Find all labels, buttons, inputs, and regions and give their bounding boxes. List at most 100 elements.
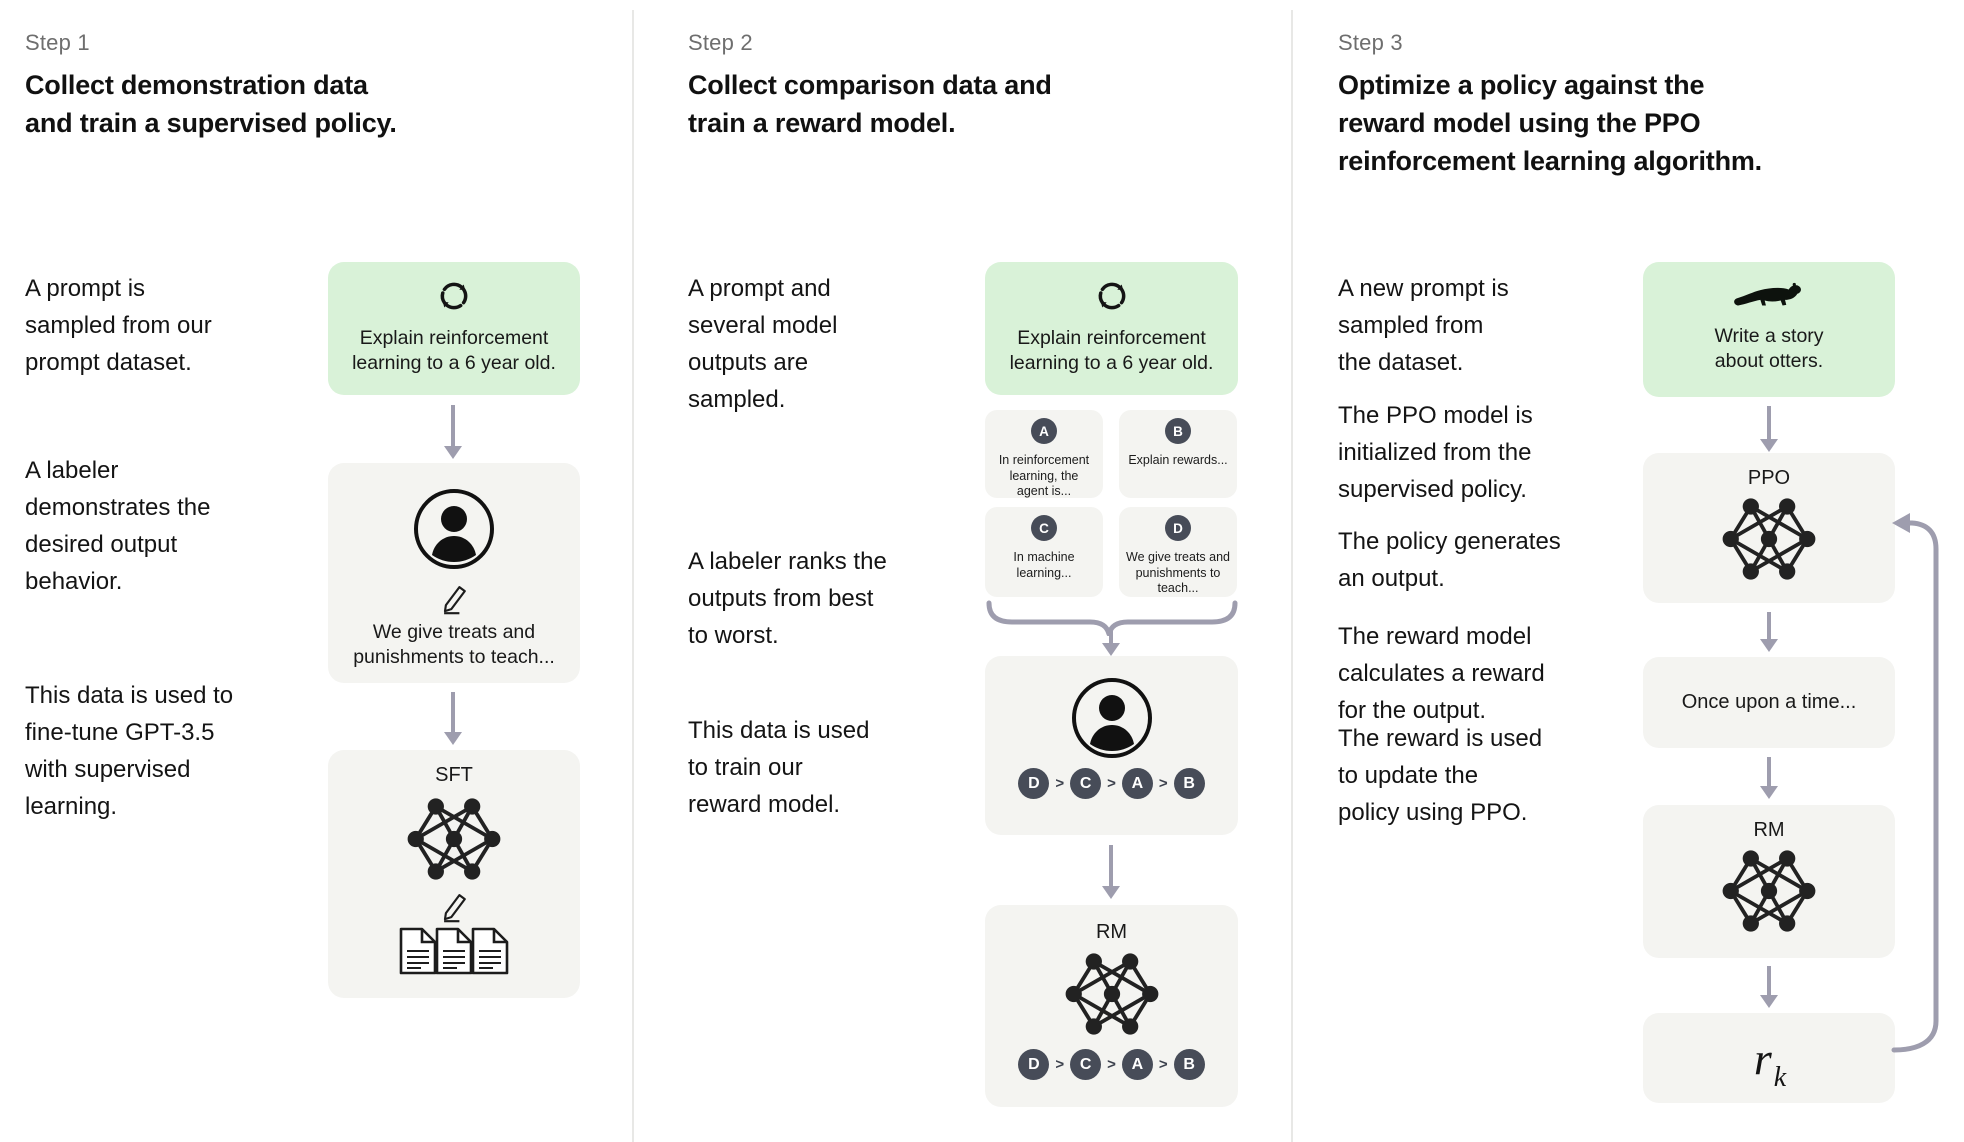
step2-caption-prompt: A prompt and several model outputs are s… — [688, 270, 968, 418]
card-line: In reinforcement — [998, 453, 1090, 467]
documents-icon — [398, 927, 510, 975]
caption-line: to worst. — [688, 622, 779, 649]
title-line: and train a supervised policy. — [25, 108, 397, 138]
caption-line: This data is used to — [25, 682, 234, 709]
arrow-down — [1760, 406, 1778, 452]
caption-line: A prompt and — [688, 275, 831, 302]
step3-ppo-box: PPO — [1643, 453, 1895, 603]
caption-line: This data is used — [688, 717, 870, 744]
caption-line: learning. — [25, 793, 118, 820]
person-icon — [412, 487, 496, 571]
caption-line: with supervised — [25, 756, 191, 783]
reward-value: rk — [1753, 1032, 1786, 1093]
step3-caption-reward: The reward model calculates a reward for… — [1338, 618, 1648, 729]
boxtext-line: Write a story — [1714, 325, 1824, 347]
card-line: learning... — [1016, 565, 1072, 580]
caption-line: The reward model — [1338, 623, 1532, 650]
boxtext-line: Explain reinforcement — [359, 327, 549, 349]
caption-line: behavior. — [25, 568, 123, 595]
card-line: teach... — [1157, 581, 1199, 595]
arrow-down — [444, 405, 462, 459]
reward-symbol: r — [1753, 1032, 1772, 1084]
caption-line: to train our — [688, 754, 803, 781]
rank-badge: B — [1173, 768, 1205, 799]
step2-label: Step 2 — [688, 30, 753, 55]
caption-line: desired output — [25, 531, 178, 558]
arrow-down — [444, 692, 462, 745]
boxtext-line: Explain reinforcement — [1017, 327, 1206, 349]
rank-separator: > — [1055, 775, 1065, 792]
rank-badge: B — [1173, 1049, 1205, 1080]
badge-b: B — [1165, 418, 1191, 444]
rank-separator: > — [1055, 1056, 1065, 1073]
step1-caption-prompt: A prompt is sampled from our prompt data… — [25, 270, 320, 381]
step3-reward-box: rk — [1643, 1013, 1895, 1103]
caption-line: A labeler — [25, 457, 119, 484]
feedback-loop-arrow — [1891, 513, 1939, 1053]
step2-caption-rank: A labeler ranks the outputs from best to… — [688, 543, 968, 654]
output-card-a: A In reinforcement learning, the agent i… — [985, 410, 1103, 498]
arrow-down — [1760, 757, 1778, 799]
neural-net-icon — [404, 795, 504, 883]
caption-line: initialized from the — [1338, 439, 1532, 466]
step2-labeler-box: D > C > A > B — [985, 656, 1238, 835]
caption-line: outputs from best — [688, 585, 874, 612]
boxtext-line: about otters. — [1714, 350, 1824, 372]
rm-model-label: RM — [1753, 819, 1785, 841]
step3-output-box: Once upon a time... — [1643, 657, 1895, 748]
pencil-icon — [436, 887, 472, 923]
caption-line: A labeler ranks the — [688, 548, 887, 575]
step3-title: Optimize a policy against the reward mod… — [1338, 66, 1958, 180]
rank-badge: D — [1018, 768, 1050, 799]
reward-subscript: k — [1773, 1061, 1787, 1093]
caption-line: The PPO model is — [1338, 402, 1533, 429]
ppo-model-label: PPO — [1747, 467, 1791, 489]
caption-line: reward model. — [688, 791, 841, 818]
step2-title: Collect comparison data and train a rewa… — [688, 66, 1278, 142]
cycle-icon — [1092, 276, 1132, 316]
title-line: Collect comparison data and — [688, 70, 1052, 100]
caption-line: The policy generates — [1338, 528, 1561, 555]
arrow-down — [1102, 631, 1120, 656]
step3-prompt-box: Write a story about otters. — [1643, 262, 1895, 397]
title-line: reinforcement learning algorithm. — [1338, 146, 1762, 176]
title-line: Optimize a policy against the — [1338, 70, 1705, 100]
column-divider — [632, 10, 634, 1142]
step1-sft-box: SFT — [328, 750, 580, 998]
step3-caption-update: The reward is used to update the policy … — [1338, 720, 1648, 831]
title-line: reward model using the PPO — [1338, 108, 1701, 138]
card-line: Explain rewards... — [1128, 453, 1228, 467]
step1-label: Step 1 — [25, 30, 90, 55]
caption-line: sampled from our — [25, 312, 212, 339]
step1-prompt-text: Explain reinforcement learning to a 6 ye… — [352, 326, 556, 376]
card-line: We give treats and — [1126, 550, 1230, 564]
step2-caption-train: This data is used to train our reward mo… — [688, 712, 968, 823]
output-card-d: D We give treats and punishments to teac… — [1119, 507, 1237, 597]
step3-label: Step 3 — [1338, 30, 1403, 55]
card-line: In machine — [1013, 550, 1075, 564]
rank-badge: C — [1070, 1049, 1102, 1080]
arrow-down — [1102, 845, 1120, 899]
caption-line: The reward is used — [1338, 725, 1543, 752]
caption-line: sampled from — [1338, 312, 1484, 339]
rank-separator: > — [1158, 775, 1168, 792]
step3-rm-box: RM — [1643, 805, 1895, 958]
card-line: learning, the — [1009, 468, 1079, 483]
step3-caption-output: The policy generates an output. — [1338, 523, 1648, 597]
step2-prompt-text: Explain reinforcement learning to a 6 ye… — [1010, 326, 1214, 376]
step1-labeler-box: We give treats and punishments to teach.… — [328, 463, 580, 683]
document-icon — [398, 927, 438, 975]
output-card-c: C In machine learning... — [985, 507, 1103, 597]
rank-badge: C — [1070, 768, 1102, 799]
caption-line: A new prompt is — [1338, 275, 1509, 302]
rank-badge: D — [1018, 1049, 1050, 1080]
caption-line: supervised policy. — [1338, 476, 1527, 503]
caption-line: several model — [688, 312, 838, 339]
arrow-down — [1760, 966, 1778, 1008]
column-divider — [1291, 10, 1293, 1142]
boxtext-line: learning to a 6 year old. — [352, 352, 556, 374]
output-c-text: In machine learning... — [1013, 550, 1074, 581]
neural-net-icon — [1062, 950, 1162, 1038]
badge-a: A — [1031, 418, 1057, 444]
caption-line: sampled. — [688, 386, 786, 413]
